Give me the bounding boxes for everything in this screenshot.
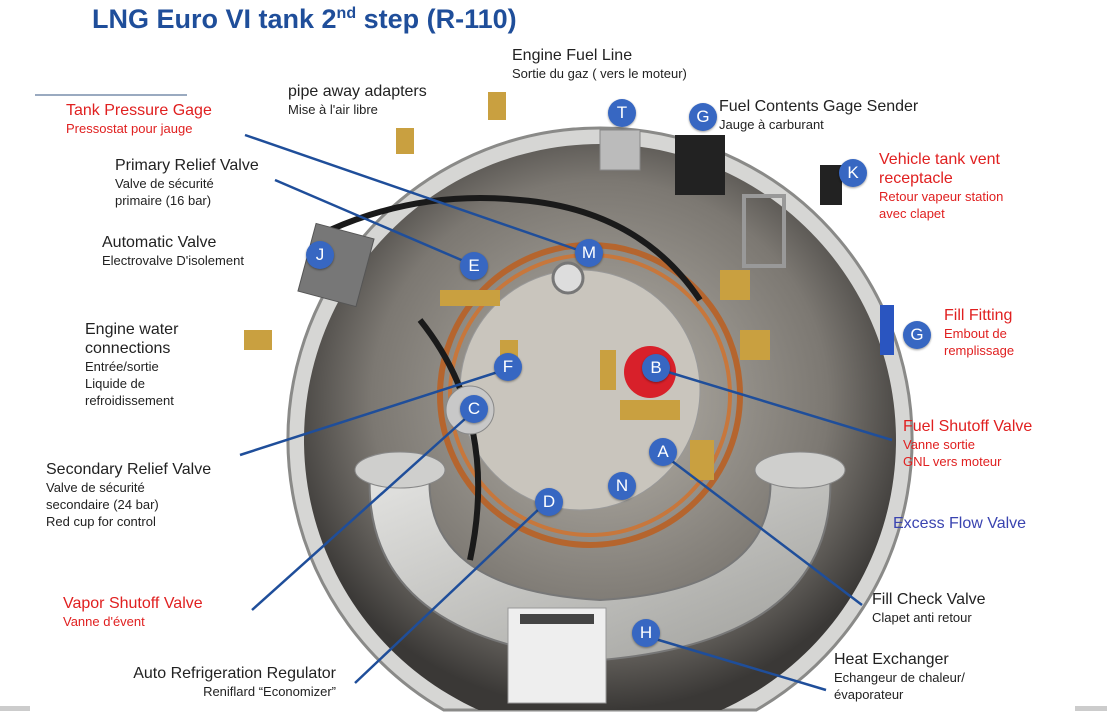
leader-primary-relief xyxy=(274,178,467,264)
heat-exchanger-pipe xyxy=(368,469,832,662)
leader-heat-exchanger xyxy=(651,636,827,692)
marker-f: F xyxy=(494,353,522,381)
leader-lines xyxy=(239,133,893,692)
marker-a: A xyxy=(649,438,677,466)
marker-j: J xyxy=(306,241,334,269)
leader-secondary-relief xyxy=(239,370,499,457)
marker-d: D xyxy=(535,488,563,516)
leader-tank-pressure xyxy=(244,133,579,252)
marker-g-fill: G xyxy=(903,321,931,349)
leader-fuel-shutoff xyxy=(667,370,893,442)
leader-fill-check xyxy=(667,457,863,606)
marker-n: N xyxy=(608,472,636,500)
pressure-gage xyxy=(551,261,585,295)
marker-c: C xyxy=(460,395,488,423)
marker-t: T xyxy=(608,99,636,127)
leader-auto-refrigeration xyxy=(354,507,541,684)
marker-m: M xyxy=(575,239,603,267)
marker-e: E xyxy=(460,252,488,280)
leader-vapor-shutoff xyxy=(251,417,467,611)
page-title: LNG Euro VI tank 2nd step (R-110) xyxy=(92,4,517,34)
marker-g-gage: G xyxy=(689,103,717,131)
marker-b: B xyxy=(642,354,670,382)
divider-line xyxy=(35,94,187,96)
label-excess-flow-valve: Excess Flow Valve xyxy=(893,515,1027,532)
marker-k: K xyxy=(839,159,867,187)
marker-h: H xyxy=(632,619,660,647)
